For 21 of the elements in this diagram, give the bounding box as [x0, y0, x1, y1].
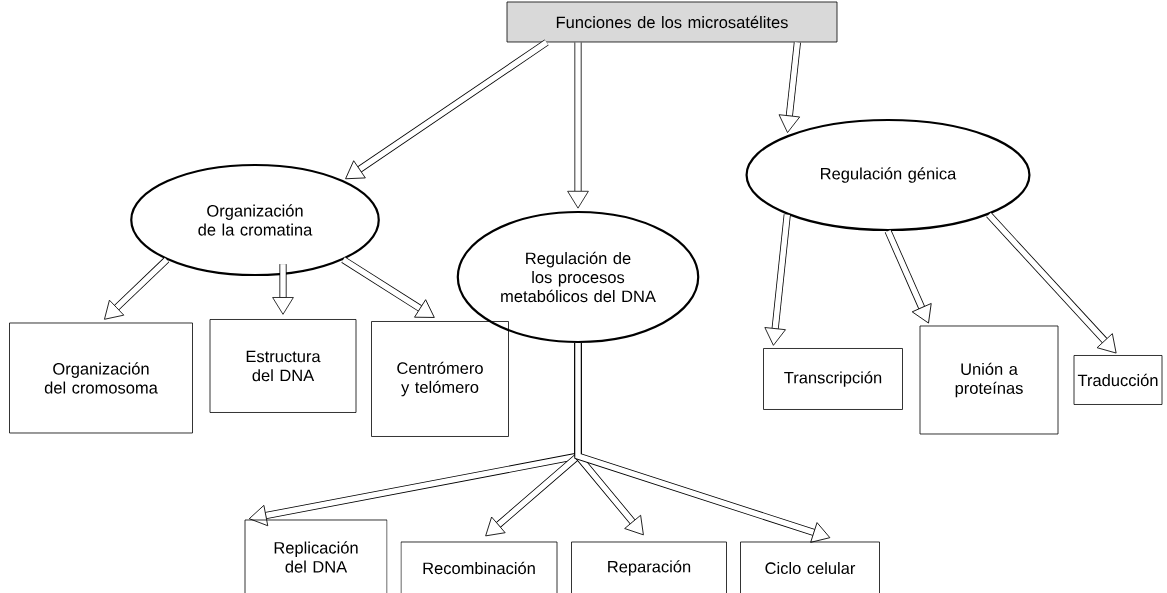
arrow — [272, 264, 294, 315]
function-box: Reparación — [571, 541, 727, 593]
arrow — [986, 212, 1117, 354]
function-box: Traducción — [1073, 355, 1163, 405]
arrow — [345, 39, 549, 180]
function-box: Estructura del DNA — [209, 319, 357, 413]
arrow — [567, 42, 589, 209]
arrow — [104, 257, 170, 320]
arrow — [884, 229, 932, 324]
title-box: Funciones de los microsatélites — [506, 1, 838, 43]
function-box: Ciclo celular — [740, 541, 880, 593]
arrow — [574, 343, 831, 543]
arrow — [778, 42, 801, 133]
function-box: Transcripción — [763, 348, 903, 410]
function-box: Organización del cromosoma — [9, 322, 193, 434]
function-box: Centrómero y telómero — [371, 321, 509, 437]
function-box: Recombinación — [400, 541, 558, 593]
arrow — [764, 214, 791, 346]
function-box: Replicación del DNA — [244, 519, 388, 593]
arrow — [341, 256, 435, 318]
function-box: Unión a proteínas — [919, 325, 1059, 435]
